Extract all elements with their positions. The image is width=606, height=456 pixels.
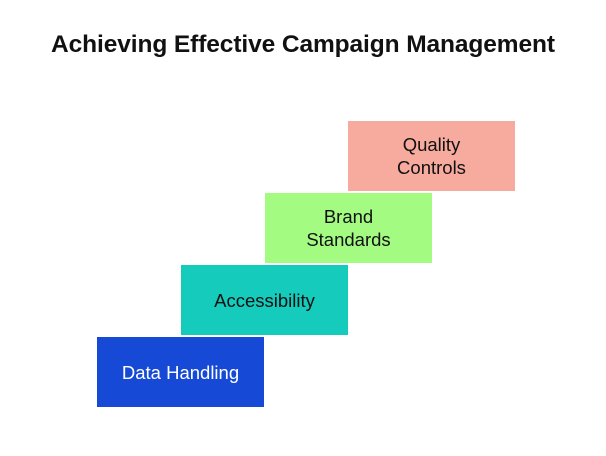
step-label-brand-standards: Brand Standards	[306, 206, 391, 250]
step-label-accessibility: Accessibility	[214, 289, 315, 311]
step-label-quality-controls: Quality Controls	[397, 134, 466, 178]
step-label-data-handling: Data Handling	[121, 361, 240, 383]
step-block-accessibility[interactable]: Accessibility	[181, 265, 348, 335]
step-block-quality-controls[interactable]: Quality Controls	[348, 121, 515, 191]
step-block-brand-standards[interactable]: Brand Standards	[265, 193, 432, 263]
step-block-data-handling[interactable]: Data Handling	[97, 337, 264, 407]
page-title: Achieving Effective Campaign Management	[51, 31, 555, 58]
